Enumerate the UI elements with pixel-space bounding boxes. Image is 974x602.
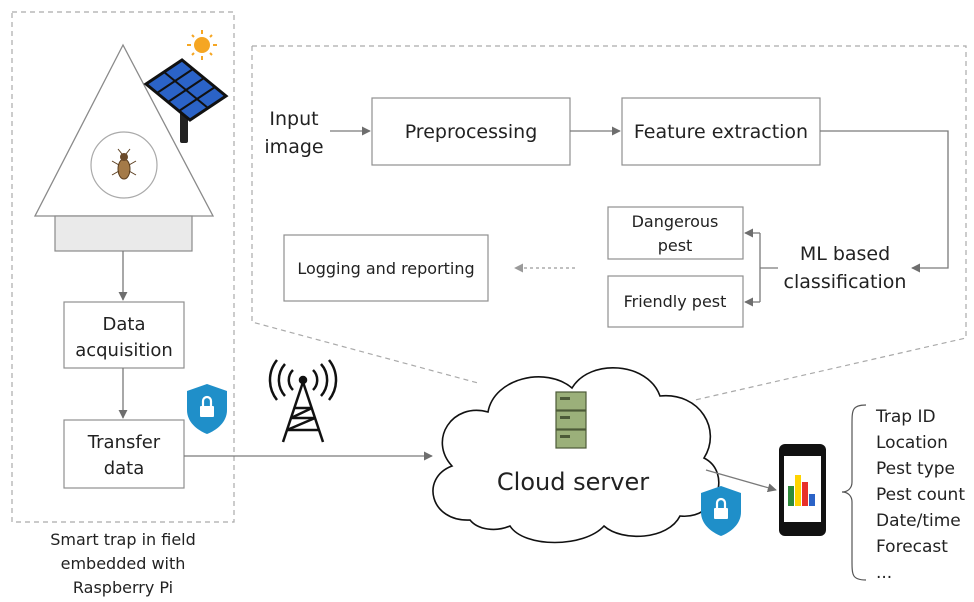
- server-icon: [555, 391, 587, 449]
- trap-caption-line-3: Raspberry Pi: [73, 578, 173, 597]
- data-acquisition-box: [63, 301, 185, 369]
- dangerous-pest-line-2: pest: [658, 236, 693, 255]
- preprocessing-box: [371, 97, 571, 166]
- input-image-line-2: image: [264, 136, 323, 158]
- friendly-pest-box: [607, 275, 744, 328]
- cloud-shape: [432, 367, 720, 544]
- cloud-to-phone-arrow: [705, 469, 777, 493]
- smart-trap-container: [11, 11, 235, 523]
- feature-to-classification-arrow: [820, 130, 949, 273]
- dangerous-pest-box: [607, 206, 744, 260]
- transfer-data-box: [63, 419, 185, 489]
- report-field-more: ...: [876, 563, 892, 583]
- feature-extraction-box: [621, 97, 821, 166]
- report-field-trap-id: Trap ID: [875, 407, 936, 427]
- logging-reporting-box: [283, 234, 489, 302]
- cloud-server-label: Cloud server: [497, 468, 649, 496]
- dangerous-pest-line-1: Dangerous: [632, 212, 719, 231]
- input-image-line-1: Input: [269, 108, 318, 130]
- trap-base: [54, 215, 193, 252]
- antenna-tower-icon: [268, 359, 338, 443]
- data-acquisition-line-2: acquisition: [75, 340, 173, 361]
- report-field-forecast: Forecast: [876, 537, 948, 557]
- sun-icon: [187, 30, 217, 60]
- report-fields-brace: [841, 404, 867, 581]
- preprocessing-label: Preprocessing: [405, 121, 538, 143]
- solar-panel-icon: [143, 58, 229, 143]
- report-field-date-time: Date/time: [876, 511, 961, 531]
- processing-container: [251, 45, 967, 401]
- logging-reporting-label: Logging and reporting: [297, 259, 474, 278]
- friendly-pest-label: Friendly pest: [624, 292, 727, 311]
- shield-lock-icon: [187, 384, 227, 434]
- insect-icon: [111, 148, 137, 180]
- trap-caption-line-1: Smart trap in field: [50, 530, 196, 549]
- report-field-pest-count: Pest count: [876, 485, 965, 505]
- data-acquisition-line-1: Data: [103, 314, 146, 335]
- report-field-pest-type: Pest type: [876, 459, 955, 479]
- trap-caption-line-2: embedded with: [61, 554, 186, 573]
- feature-extraction-label: Feature extraction: [634, 121, 808, 143]
- shield-lock-icon: [701, 486, 741, 536]
- transfer-data-line-2: data: [104, 458, 145, 479]
- ml-classification-line-2: classification: [784, 271, 907, 293]
- report-field-location: Location: [876, 433, 948, 453]
- ml-classification-line-1: ML based: [800, 243, 890, 265]
- transfer-data-line-1: Transfer: [87, 432, 161, 453]
- smartphone-chart-icon: [779, 444, 826, 536]
